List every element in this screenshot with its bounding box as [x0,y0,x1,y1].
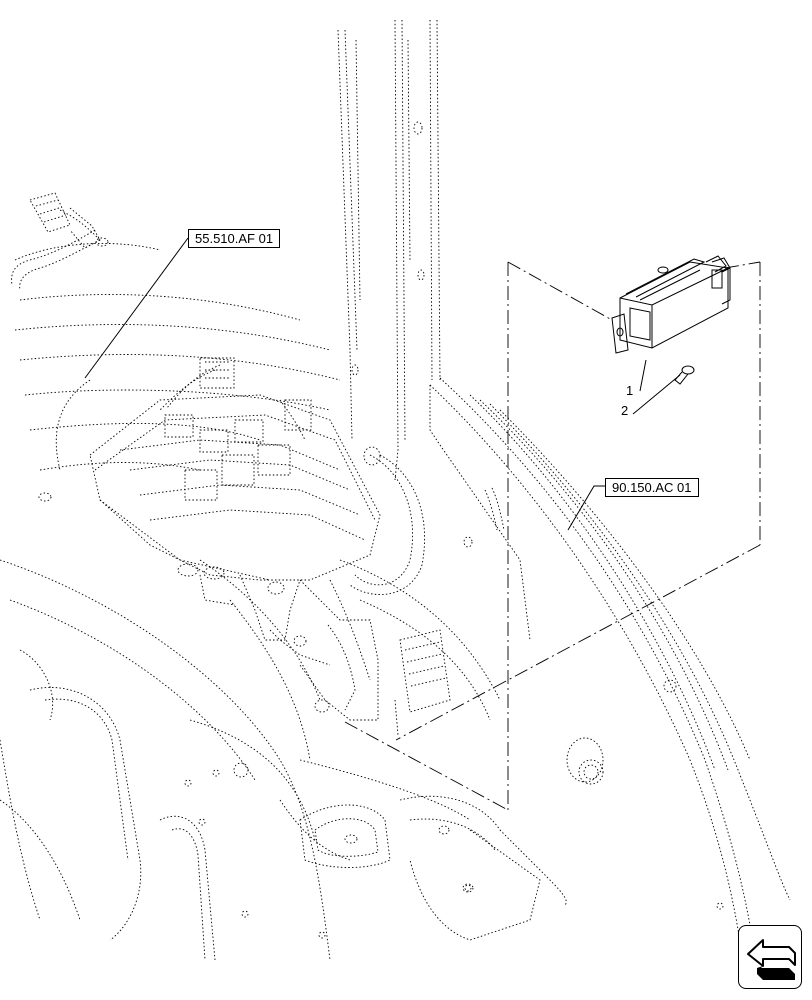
callout-1: 1 [626,383,634,398]
back-navigation-button[interactable] [738,925,802,989]
control-module [611,255,731,354]
callout-2: 2 [621,403,629,418]
reference-label-harness[interactable]: 55.510.AF 01 [188,229,281,248]
arrow-back-icon [747,939,796,980]
leader-lines [84,237,681,531]
screw [674,365,695,385]
phantom-frame [344,261,761,811]
dotted-outlines [0,19,791,976]
reference-label-module[interactable]: 90.150.AC 01 [605,478,699,497]
